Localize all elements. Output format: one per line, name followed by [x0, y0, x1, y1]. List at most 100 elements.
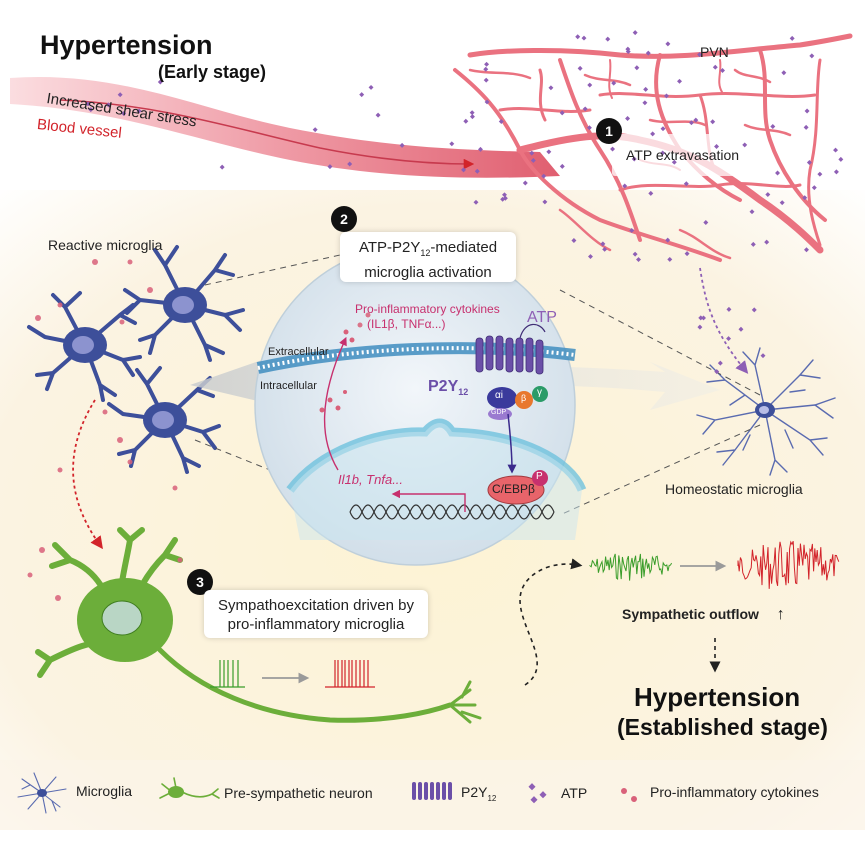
atp-particle [697, 324, 703, 330]
homeostatic-microglia-label: Homeostatic microglia [665, 481, 803, 497]
blood-vessel [10, 76, 560, 178]
g-alpha-subunit [487, 387, 517, 409]
secretion-arrow [323, 336, 347, 471]
atp-particle [643, 86, 649, 92]
atp-particle [636, 257, 641, 263]
atp-particle [775, 170, 781, 176]
pvn-highlight [612, 134, 762, 176]
atp-particle [571, 238, 577, 243]
atp-particle [502, 195, 508, 201]
signal-arrow [507, 413, 517, 474]
atp-particle [88, 107, 94, 113]
atp-particle [449, 141, 455, 147]
atp-particle [399, 142, 405, 148]
atp-particle [546, 149, 552, 155]
atp-particle [714, 369, 720, 375]
p2y12-receptor [475, 335, 544, 375]
g-alpha-label: αi [495, 390, 504, 401]
atp-particle [105, 102, 111, 108]
atp-particle [631, 156, 637, 162]
atp-particle [548, 85, 554, 91]
homeostatic-microglia [696, 347, 836, 476]
atp-particle [642, 100, 648, 106]
atp-particles [85, 30, 844, 375]
legend-receptor-icon [412, 782, 452, 800]
step-2-box: ATP-P2Y12-mediated microglia activation [340, 232, 516, 282]
atp-particle [749, 209, 755, 215]
atp-particle [559, 110, 565, 116]
legend-neuron-label: Pre-sympathetic neuron [224, 785, 373, 801]
atp-particle [359, 92, 365, 98]
atp-particle [770, 124, 776, 130]
atp-particle [625, 49, 631, 55]
atp-particle [648, 190, 654, 196]
atp-particle [714, 144, 720, 149]
atp-particle [577, 65, 583, 71]
atp-particle [809, 53, 815, 59]
step-2-line1-end: -mediated [430, 239, 498, 256]
atp-particle [478, 146, 483, 152]
step-2-line1: ATP-P2Y [358, 239, 421, 256]
atp-particle [701, 315, 706, 321]
atp-particle [804, 108, 810, 114]
atp-particle [833, 169, 839, 175]
legend-cytokines-label: Pro-inflammatory cytokines [650, 784, 819, 800]
cytokine-particles [27, 259, 371, 601]
atp-particle [806, 160, 812, 165]
phospho-label: P [536, 471, 543, 482]
dna-helix [349, 504, 555, 520]
atp-extravasation-label: ATP extravasation [626, 147, 740, 163]
atp-particle [121, 111, 127, 116]
atp-particle [688, 120, 694, 126]
atp-particle [312, 127, 318, 133]
atp-particle [483, 66, 489, 72]
atp-particle [667, 256, 673, 262]
atp-particle [117, 92, 123, 98]
atp-particle [542, 199, 548, 205]
atp-particle [781, 70, 787, 76]
microglia-to-neuron-arrow [72, 399, 103, 550]
step-3-line2: pro-inflammatory microglia [227, 616, 405, 633]
atp-particle [85, 101, 91, 107]
outflow-up-arrow: ↑ [776, 606, 785, 623]
atp-particle [789, 35, 795, 41]
atp-particle [720, 68, 725, 73]
atp-particle [375, 112, 381, 118]
reactive-microglia-label: Reactive microglia [48, 237, 163, 253]
atp-particle [484, 99, 490, 105]
receptor-label-subscript: 12 [458, 387, 469, 398]
atp-particle [665, 237, 671, 243]
g-beta-label: β [521, 393, 527, 403]
cebpb-label: C/EBPβ [492, 482, 535, 496]
atp-particle [717, 360, 723, 366]
g-beta-subunit [515, 391, 533, 409]
atp-particle [764, 239, 770, 245]
atp-particle [473, 199, 479, 205]
atp-particle [684, 251, 690, 257]
atp-particle [802, 195, 808, 201]
atp-particle [587, 82, 593, 88]
legend-microglia-icon [17, 772, 67, 814]
legend-receptor-subscript: 12 [487, 793, 497, 803]
atp-particle [611, 80, 617, 86]
atp-particle [803, 124, 809, 130]
legend-microglia-label: Microglia [76, 783, 133, 799]
g-gamma-label: γ [537, 387, 542, 398]
sympathetic-outflow-text: Sympathetic outflow [622, 606, 759, 622]
reactive-microglia-1 [123, 245, 245, 362]
step-2-line2: microglia activation [364, 264, 492, 281]
atp-particle [742, 142, 748, 148]
step-1-badge: 1 [596, 118, 622, 144]
atp-diffusion-arrow [699, 267, 749, 374]
atp-particle [712, 64, 718, 70]
reactive-microglia-2 [27, 291, 142, 402]
atp-particle [629, 227, 635, 233]
legend-atp-icon [528, 783, 547, 804]
atp-particle [575, 34, 581, 40]
atp-label: ATP [527, 309, 557, 326]
legend-receptor-label: P2Y12 [461, 784, 496, 803]
atp-particle [484, 61, 490, 67]
step-3-box: Sympathoexcitation driven by pro-inflamm… [204, 590, 428, 638]
atp-particle [779, 200, 785, 206]
atp-particle [664, 93, 669, 99]
